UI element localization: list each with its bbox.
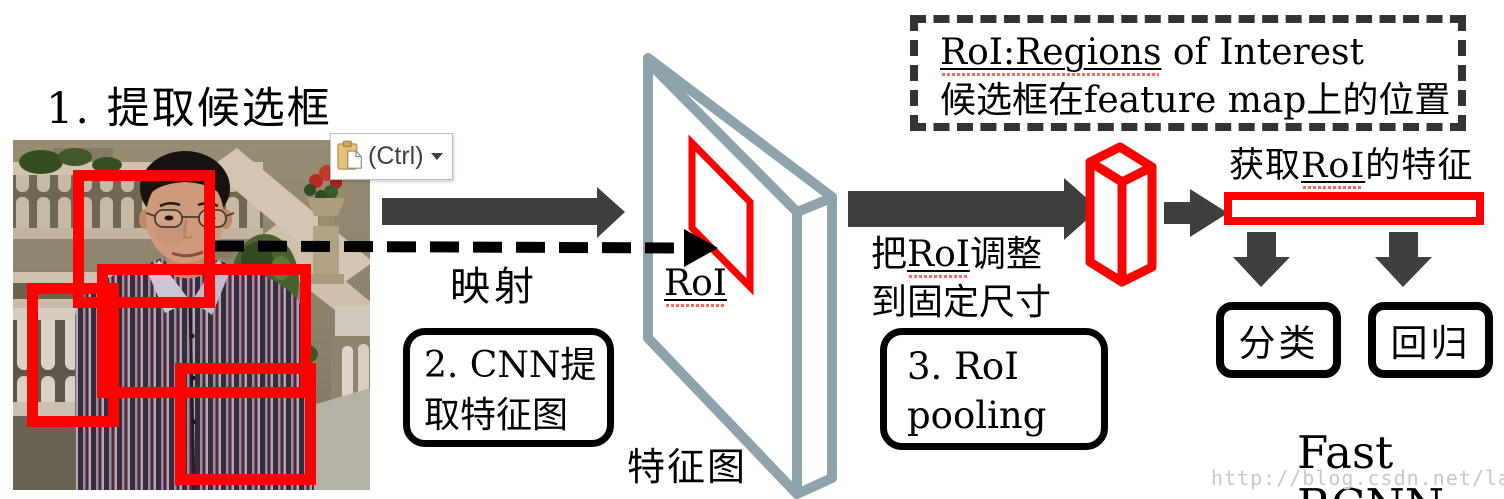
step3-line1: 3. RoI [907,345,1019,388]
watermark: http://blog.csdn.net/lanran2 [1211,466,1504,490]
down-arrow-regression [1375,232,1432,287]
roi-resize-note: 把RoI调整 到固定尺寸 [871,231,1051,326]
roi-resize-note-line2: 到固定尺寸 [871,281,1052,323]
diagram-title: Fast RCNN [1297,426,1444,499]
paste-clipboard-icon [337,140,364,173]
dropdown-caret-icon [430,153,443,160]
proposal-box-chest [175,363,316,485]
step2-cnn-box: 2. CNN提 取特征图 [403,328,614,447]
classification-box: 分类 [1216,302,1341,378]
step1-title: 1. 提取候选框 [46,84,332,134]
feature-map-caption: 特征图 [627,445,748,489]
proposal-box-face [73,170,215,308]
step2-line2: 取特征图 [424,394,569,436]
paste-options-button[interactable]: (Ctrl) [330,133,453,180]
flow-arrow-cnn [382,187,625,238]
step3-roi-pooling-box: 3. RoI pooling [880,328,1108,450]
mapping-label: 映射 [450,264,538,310]
pooled-roi-slab [1085,142,1157,287]
roi-definition-note: RoI:Regions of Interest 候选框在feature map上… [910,15,1466,131]
striped-shirt [75,258,314,490]
regression-box: 回归 [1368,302,1493,378]
proposal-box-left [27,283,119,427]
roi-label: RoI [664,263,727,304]
step3-line2: pooling [907,394,1047,438]
roi-feature-bar [1224,192,1484,225]
flow-arrow-features [1164,189,1228,237]
proposal-box-shoulders [97,264,311,398]
step2-line1: 2. CNN提 [424,345,597,386]
roi-feature-label: 获取RoI的特征 [1229,146,1474,186]
paste-tooltip-label: (Ctrl) [368,142,424,170]
down-arrow-classification [1233,232,1290,287]
roi-definition-line2: 候选框在feature map上的位置 [940,79,1451,121]
